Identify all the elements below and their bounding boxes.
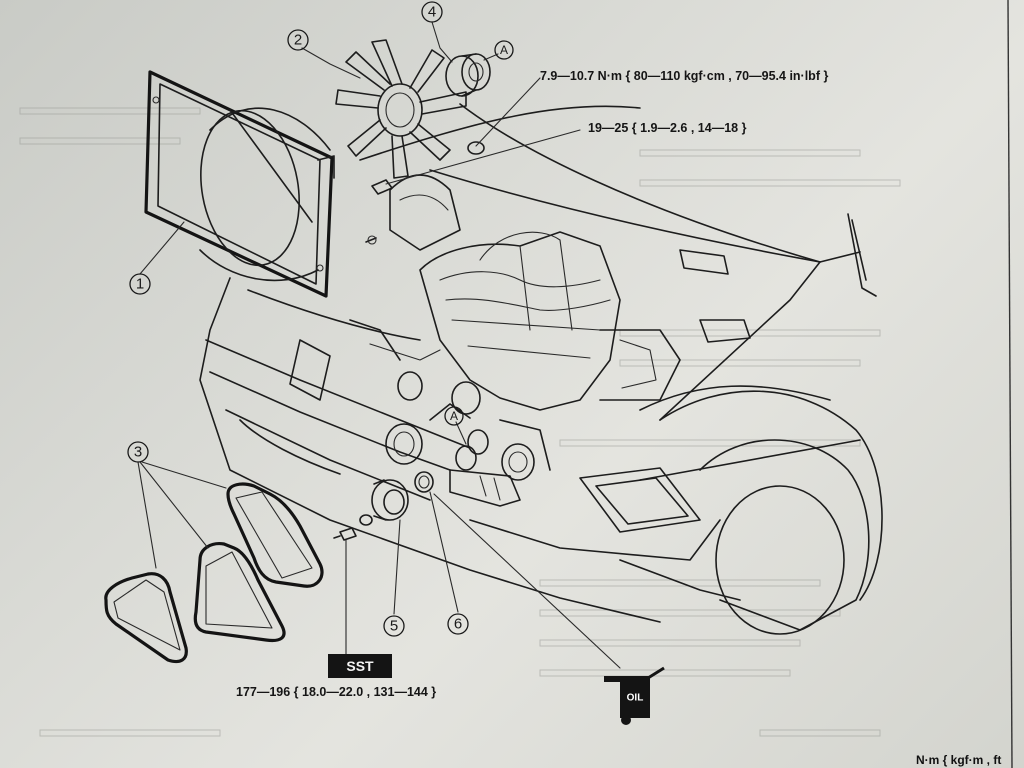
- footer-units: N·m { kgf·m , ft: [916, 753, 1001, 767]
- callout-1: 1: [129, 273, 151, 295]
- callout-3: 3: [127, 441, 149, 463]
- callout-6: 6: [447, 613, 469, 635]
- svg-text:A: A: [500, 43, 508, 57]
- fan-clutch: [445, 53, 491, 97]
- torque-spec-shroud-bolt: 19—25 { 1.9—2.6 , 14—18 }: [588, 121, 747, 135]
- svg-text:1: 1: [136, 276, 144, 293]
- svg-text:3: 3: [134, 444, 142, 461]
- car-body-outline: [199, 103, 883, 635]
- svg-text:4: 4: [428, 4, 436, 21]
- fasteners: [365, 141, 485, 245]
- svg-text:2: 2: [294, 32, 302, 49]
- page-edge: [1007, 0, 1013, 768]
- callout-a-top: A: [494, 40, 514, 60]
- cooling-fan: [335, 39, 467, 179]
- svg-text:SST: SST: [346, 658, 374, 674]
- oil-can-icon: OIL: [604, 666, 665, 725]
- leader-lines: [137, 21, 621, 669]
- bleed-through-text: [19, 107, 901, 737]
- torque-spec-fan-nut: 7.9—10.7 N·m { 80—110 kgf·cm , 70—95.4 i…: [540, 69, 828, 83]
- svg-text:6: 6: [454, 616, 462, 633]
- crankshaft-pulley: [333, 471, 434, 541]
- engine-block: [349, 174, 751, 507]
- callout-2: 2: [287, 29, 309, 51]
- drive-belts: [104, 482, 324, 664]
- callout-4: 4: [421, 1, 443, 23]
- svg-text:5: 5: [390, 618, 398, 635]
- svg-text:A: A: [450, 409, 458, 423]
- callout-a-mid: A: [444, 406, 464, 426]
- torque-spec-pulley-bolt: 177—196 { 18.0—22.0 , 131—144 }: [236, 685, 436, 699]
- radiator-shroud: [144, 70, 335, 298]
- svg-text:OIL: OIL: [627, 693, 644, 704]
- sst-badge: SST: [328, 654, 392, 678]
- callout-5: 5: [383, 615, 405, 637]
